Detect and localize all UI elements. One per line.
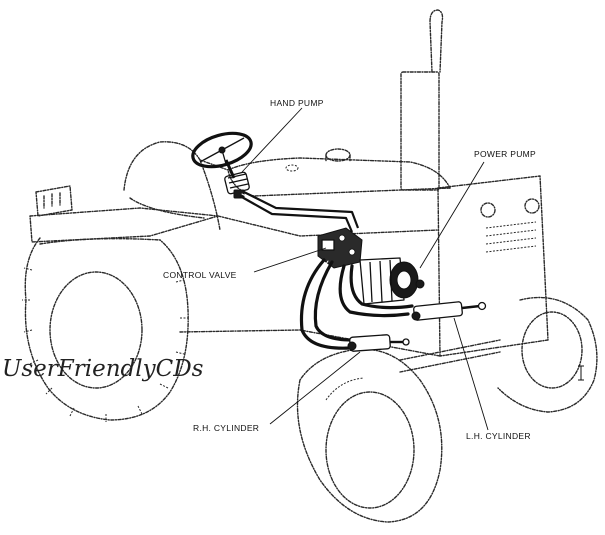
lh-cylinder [411,301,487,321]
label-hand-pump: HAND PUMP [270,98,324,108]
tractor-body [39,215,441,357]
rh-cylinder [347,334,410,352]
rear-wheel [22,237,189,422]
hand-pump [224,171,250,199]
front-wheel-right [296,348,443,523]
front-axle [399,339,501,373]
label-power-pump: POWER PUMP [474,149,536,159]
grille [437,175,549,357]
label-lh-cylinder: L.H. CYLINDER [466,431,531,441]
front-wheel-left [497,296,598,413]
text-cursor-icon [578,365,584,381]
fender-and-seat [29,141,221,243]
hood [199,148,451,197]
power-pump [359,257,425,305]
leader-lines [241,107,489,431]
exhaust-stack [400,9,444,191]
label-rh-cylinder: R.H. CYLINDER [193,423,259,433]
steering-wheel [191,131,253,179]
hydraulic-lines-upper [239,191,360,233]
hydraulic-hoses [299,258,414,350]
watermark: UserFriendlyCDs [2,356,204,382]
label-control-valve: CONTROL VALVE [163,270,237,280]
